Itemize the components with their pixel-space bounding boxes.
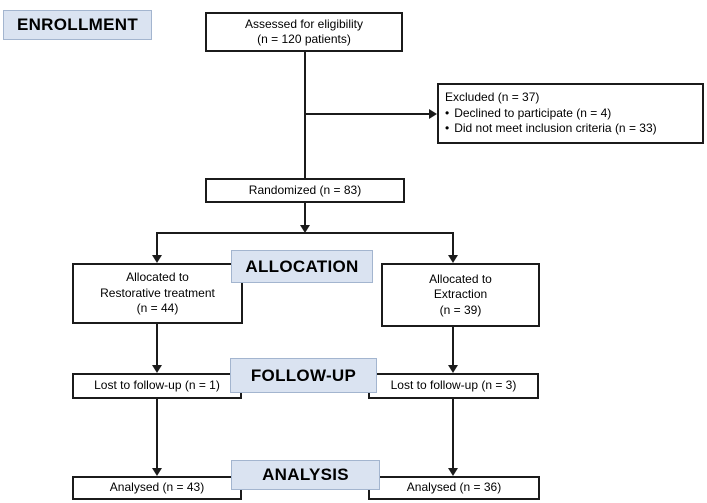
box-allocated-extraction-line1: Allocated to bbox=[429, 271, 492, 286]
box-excluded-item-1: • Declined to participate (n = 4) bbox=[445, 106, 611, 121]
connector-followup-right-to-analysis bbox=[452, 399, 454, 469]
connector-branch-right-drop bbox=[452, 232, 454, 256]
arrowhead-branch bbox=[300, 225, 310, 233]
box-excluded: Excluded (n = 37) • Declined to particip… bbox=[437, 83, 704, 144]
stage-label-allocation: ALLOCATION bbox=[231, 250, 373, 283]
connector-allocation-right-to-followup bbox=[452, 326, 454, 366]
arrowhead-allocation-right bbox=[448, 255, 458, 263]
arrowhead-followup-left bbox=[152, 365, 162, 373]
connector-allocation-left-to-followup bbox=[156, 324, 158, 366]
connector-randomized-to-branch bbox=[304, 203, 306, 226]
box-allocated-restorative: Allocated to Restorative treatment (n = … bbox=[72, 263, 243, 324]
box-excluded-title: Excluded (n = 37) bbox=[445, 90, 540, 105]
bullet-icon: • bbox=[445, 121, 450, 136]
arrowhead-followup-right bbox=[448, 365, 458, 373]
box-analysed-right-text: Analysed (n = 36) bbox=[406, 480, 502, 495]
box-lost-followup-right: Lost to follow-up (n = 3) bbox=[368, 373, 539, 399]
arrowhead-allocation-left bbox=[152, 255, 162, 263]
stage-label-analysis-text: ANALYSIS bbox=[262, 465, 349, 484]
box-assessed-line1: Assessed for eligibility bbox=[244, 16, 364, 31]
box-allocated-restorative-line1: Allocated to bbox=[126, 270, 189, 285]
box-excluded-item-1-text: Declined to participate (n = 4) bbox=[454, 105, 612, 120]
box-allocated-extraction-line2: Extraction bbox=[433, 287, 488, 302]
box-allocated-restorative-line3: (n = 44) bbox=[136, 301, 179, 316]
box-assessed-line2: (n = 120 patients) bbox=[257, 32, 351, 46]
arrowhead-excluded bbox=[429, 109, 437, 119]
connector-to-excluded bbox=[304, 113, 430, 115]
stage-label-enrollment: ENROLLMENT bbox=[3, 10, 152, 40]
stage-label-allocation-text: ALLOCATION bbox=[245, 256, 359, 276]
box-allocated-extraction: Allocated to Extraction (n = 39) bbox=[381, 263, 540, 327]
box-lost-followup-left: Lost to follow-up (n = 1) bbox=[72, 373, 242, 399]
box-analysed-left-text: Analysed (n = 43) bbox=[109, 480, 205, 495]
box-excluded-item-2-text: Did not meet inclusion criteria (n = 33) bbox=[454, 121, 657, 136]
connector-followup-left-to-analysis bbox=[156, 399, 158, 469]
box-randomized: Randomized (n = 83) bbox=[205, 178, 405, 203]
connector-branch-horizontal bbox=[156, 232, 454, 234]
connector-branch-left-drop bbox=[156, 232, 158, 256]
stage-label-follow-up-text: FOLLOW-UP bbox=[250, 365, 357, 385]
arrowhead-analysis-left bbox=[152, 468, 162, 476]
box-randomized-text: Randomized (n = 83) bbox=[248, 182, 362, 197]
arrowhead-analysis-right bbox=[448, 468, 458, 476]
stage-label-enrollment-text: ENROLLMENT bbox=[16, 15, 139, 34]
stage-label-analysis: ANALYSIS bbox=[231, 460, 380, 490]
box-allocated-restorative-line2: Restorative treatment bbox=[100, 285, 215, 300]
connector-assessed-to-randomized bbox=[304, 52, 306, 178]
box-allocated-extraction-line3: (n = 39) bbox=[439, 302, 482, 317]
box-lost-followup-left-text: Lost to follow-up (n = 1) bbox=[94, 378, 220, 393]
box-analysed-left: Analysed (n = 43) bbox=[72, 476, 242, 500]
box-assessed-for-eligibility: Assessed for eligibility (n = 120 patien… bbox=[205, 12, 403, 52]
bullet-icon: • bbox=[445, 105, 450, 120]
box-analysed-right: Analysed (n = 36) bbox=[368, 476, 540, 500]
box-excluded-item-2: • Did not meet inclusion criteria (n = 3… bbox=[445, 121, 657, 136]
stage-label-follow-up: FOLLOW-UP bbox=[230, 358, 377, 393]
box-lost-followup-right-text: Lost to follow-up (n = 3) bbox=[390, 378, 517, 393]
